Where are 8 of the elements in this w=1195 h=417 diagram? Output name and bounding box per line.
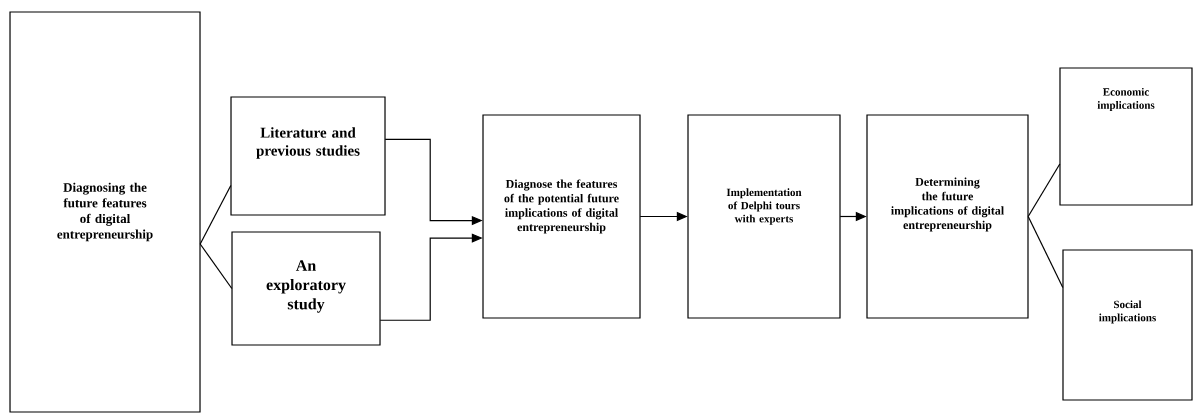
process-box: Literature and previous studies	[230, 96, 386, 216]
process-box: Implementation of Delphi tours with experts	[687, 114, 841, 319]
process-box: Social implications	[1062, 249, 1193, 401]
process-box: Diagnose the features of the potential future implications of digital entrepreneurship	[482, 114, 641, 319]
process-box: Diagnosing the future features of digital entrepreneurship	[9, 11, 201, 413]
process-box: An exploratory study	[231, 231, 381, 346]
process-box: Determining the future implications of digital entrepreneurship	[866, 114, 1029, 319]
process-box: Economic implications	[1059, 67, 1193, 206]
